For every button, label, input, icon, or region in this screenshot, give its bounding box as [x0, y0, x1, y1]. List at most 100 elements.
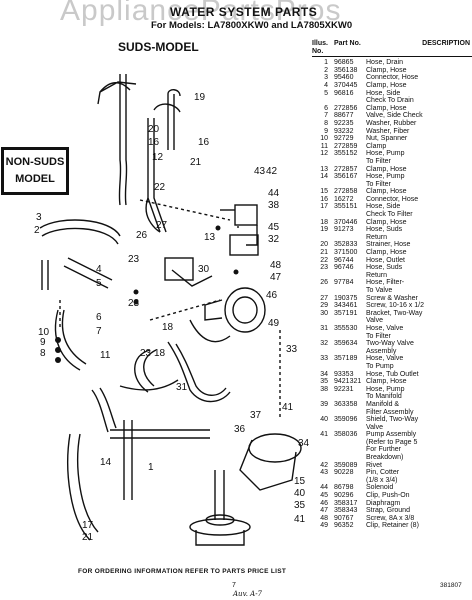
part-no-cell: 90767	[334, 514, 354, 522]
description-cell: Strap, Ground	[366, 507, 410, 515]
illus-no-cell	[312, 211, 334, 219]
callout-46: 46	[266, 290, 278, 301]
description-cell: Hose, Outlet	[366, 256, 405, 264]
table-row: To Manifold	[312, 393, 472, 401]
description-cell: Valve	[366, 317, 383, 325]
part-no-cell	[334, 211, 366, 219]
description-cell: (Refer to Page 5	[366, 438, 418, 446]
table-row: To Filter	[312, 333, 472, 341]
callout-36: 36	[234, 424, 246, 435]
part-no-cell	[334, 181, 366, 189]
description-cell: Hose, Valve	[366, 324, 404, 332]
part-no-cell: 370445	[334, 81, 358, 89]
table-row: 46 358317 Diaphragm	[312, 500, 472, 508]
part-no-cell: 93353	[334, 370, 354, 378]
part-no-cell	[334, 234, 366, 242]
description-cell: Diaphragm	[366, 499, 401, 507]
part-no-cell	[334, 287, 366, 295]
description-cell: Filter Assembly	[366, 408, 414, 416]
part-no-cell: 358317	[334, 499, 358, 507]
illus-no-cell	[312, 287, 334, 295]
part-no-cell: 96746	[334, 264, 354, 272]
callout-3: 3	[36, 212, 42, 223]
callout-28: 26	[136, 230, 148, 241]
part-no-cell: 91273	[334, 226, 354, 234]
part-no-cell: 357189	[334, 355, 358, 363]
description-cell: Manifold &	[366, 400, 400, 408]
illus-no-cell: 46	[320, 499, 328, 507]
part-no-cell	[334, 272, 366, 280]
illus-no-cell: 26	[320, 279, 328, 287]
illus-no-cell: 42	[320, 461, 328, 469]
table-row: Valve	[312, 317, 472, 325]
description-cell: Clamp, Hose	[366, 378, 407, 386]
description-cell: Hose, Filter-	[366, 279, 405, 287]
illus-no-cell: 5	[324, 89, 328, 97]
illus-no-cell: 7	[324, 112, 328, 120]
callout-15: 15	[294, 476, 306, 487]
part-no-cell	[334, 333, 366, 341]
handwritten-note: Auv. A-7	[233, 590, 263, 598]
table-row: Return	[312, 234, 472, 242]
part-no-cell: 358036	[334, 431, 358, 439]
illus-no-cell: 35	[320, 378, 328, 386]
part-no-cell: 371500	[334, 249, 358, 257]
table-row: 35 9421321 Clamp, Hose	[312, 378, 472, 386]
description-cell: To Valve	[366, 287, 393, 294]
model-label: MODEL	[15, 173, 55, 185]
part-no-cell: 359096	[334, 416, 358, 424]
table-row: For Further	[312, 446, 472, 454]
callout-45: 45	[268, 222, 280, 233]
part-no-cell: 9421321	[334, 378, 362, 386]
table-row: To Filter	[312, 158, 472, 166]
description-cell: Washer, Fiber	[366, 127, 410, 135]
header-illus-no: Illus. No.	[312, 40, 328, 55]
description-cell: Clamp, Hose	[366, 81, 407, 89]
callout-30: 30	[198, 264, 210, 275]
illus-no-cell	[312, 234, 334, 242]
callout-11: 11	[100, 350, 111, 361]
illus-no-cell: 20	[320, 241, 328, 249]
callout-47: 47	[270, 272, 282, 283]
description-cell: (1/8 x 3/4)	[366, 476, 398, 484]
part-no-cell: 95460	[334, 74, 354, 82]
part-no-cell: 272858	[334, 188, 358, 196]
part-no-cell: 93232	[334, 127, 354, 135]
document-number: 381807	[440, 582, 462, 589]
watermark: AppliancePartsPros	[60, 0, 342, 27]
description-cell: Connector, Hose	[366, 195, 419, 203]
illus-no-cell: 11	[320, 142, 328, 150]
illus-no-cell: 29	[320, 302, 328, 310]
non-suds-model-box: NON-SUDS MODEL	[1, 147, 69, 195]
description-cell: Solenoid	[366, 484, 394, 492]
description-cell: Two-Way Valve	[366, 340, 414, 348]
illus-no-cell: 3	[324, 74, 328, 82]
description-cell: To Filter	[366, 332, 391, 340]
description-cell: Clip, Retainer (8)	[366, 522, 419, 530]
description-cell: Hose, Suds	[366, 226, 403, 234]
callout-19: 19	[194, 92, 206, 103]
callout-40: 38	[268, 200, 280, 211]
illus-no-cell: 38	[320, 385, 328, 393]
illus-no-cell: 6	[324, 104, 328, 112]
callout-42: 42	[266, 166, 278, 177]
description-cell: Strainer, Hose	[366, 241, 411, 249]
illus-no-cell: 31	[320, 324, 328, 332]
part-no-cell: 96816	[334, 89, 354, 97]
part-no-cell: 343461	[334, 302, 358, 310]
part-no-cell: 92235	[334, 119, 354, 127]
part-no-cell: 272857	[334, 165, 358, 173]
header-part-no: Part No.	[334, 40, 361, 47]
description-cell: Screw, 8A x 3/8	[366, 514, 415, 522]
callout-17: 17	[82, 520, 94, 531]
description-cell: Valve, Side Check	[366, 112, 423, 120]
callout-1: 1	[148, 462, 154, 473]
exploded-parts-diagram: 19 20 16 12 22 16 21 43 42 44 38 45 32 4…	[34, 74, 310, 546]
description-cell: To Manifold	[366, 393, 402, 401]
callout-10: 10	[38, 327, 50, 338]
